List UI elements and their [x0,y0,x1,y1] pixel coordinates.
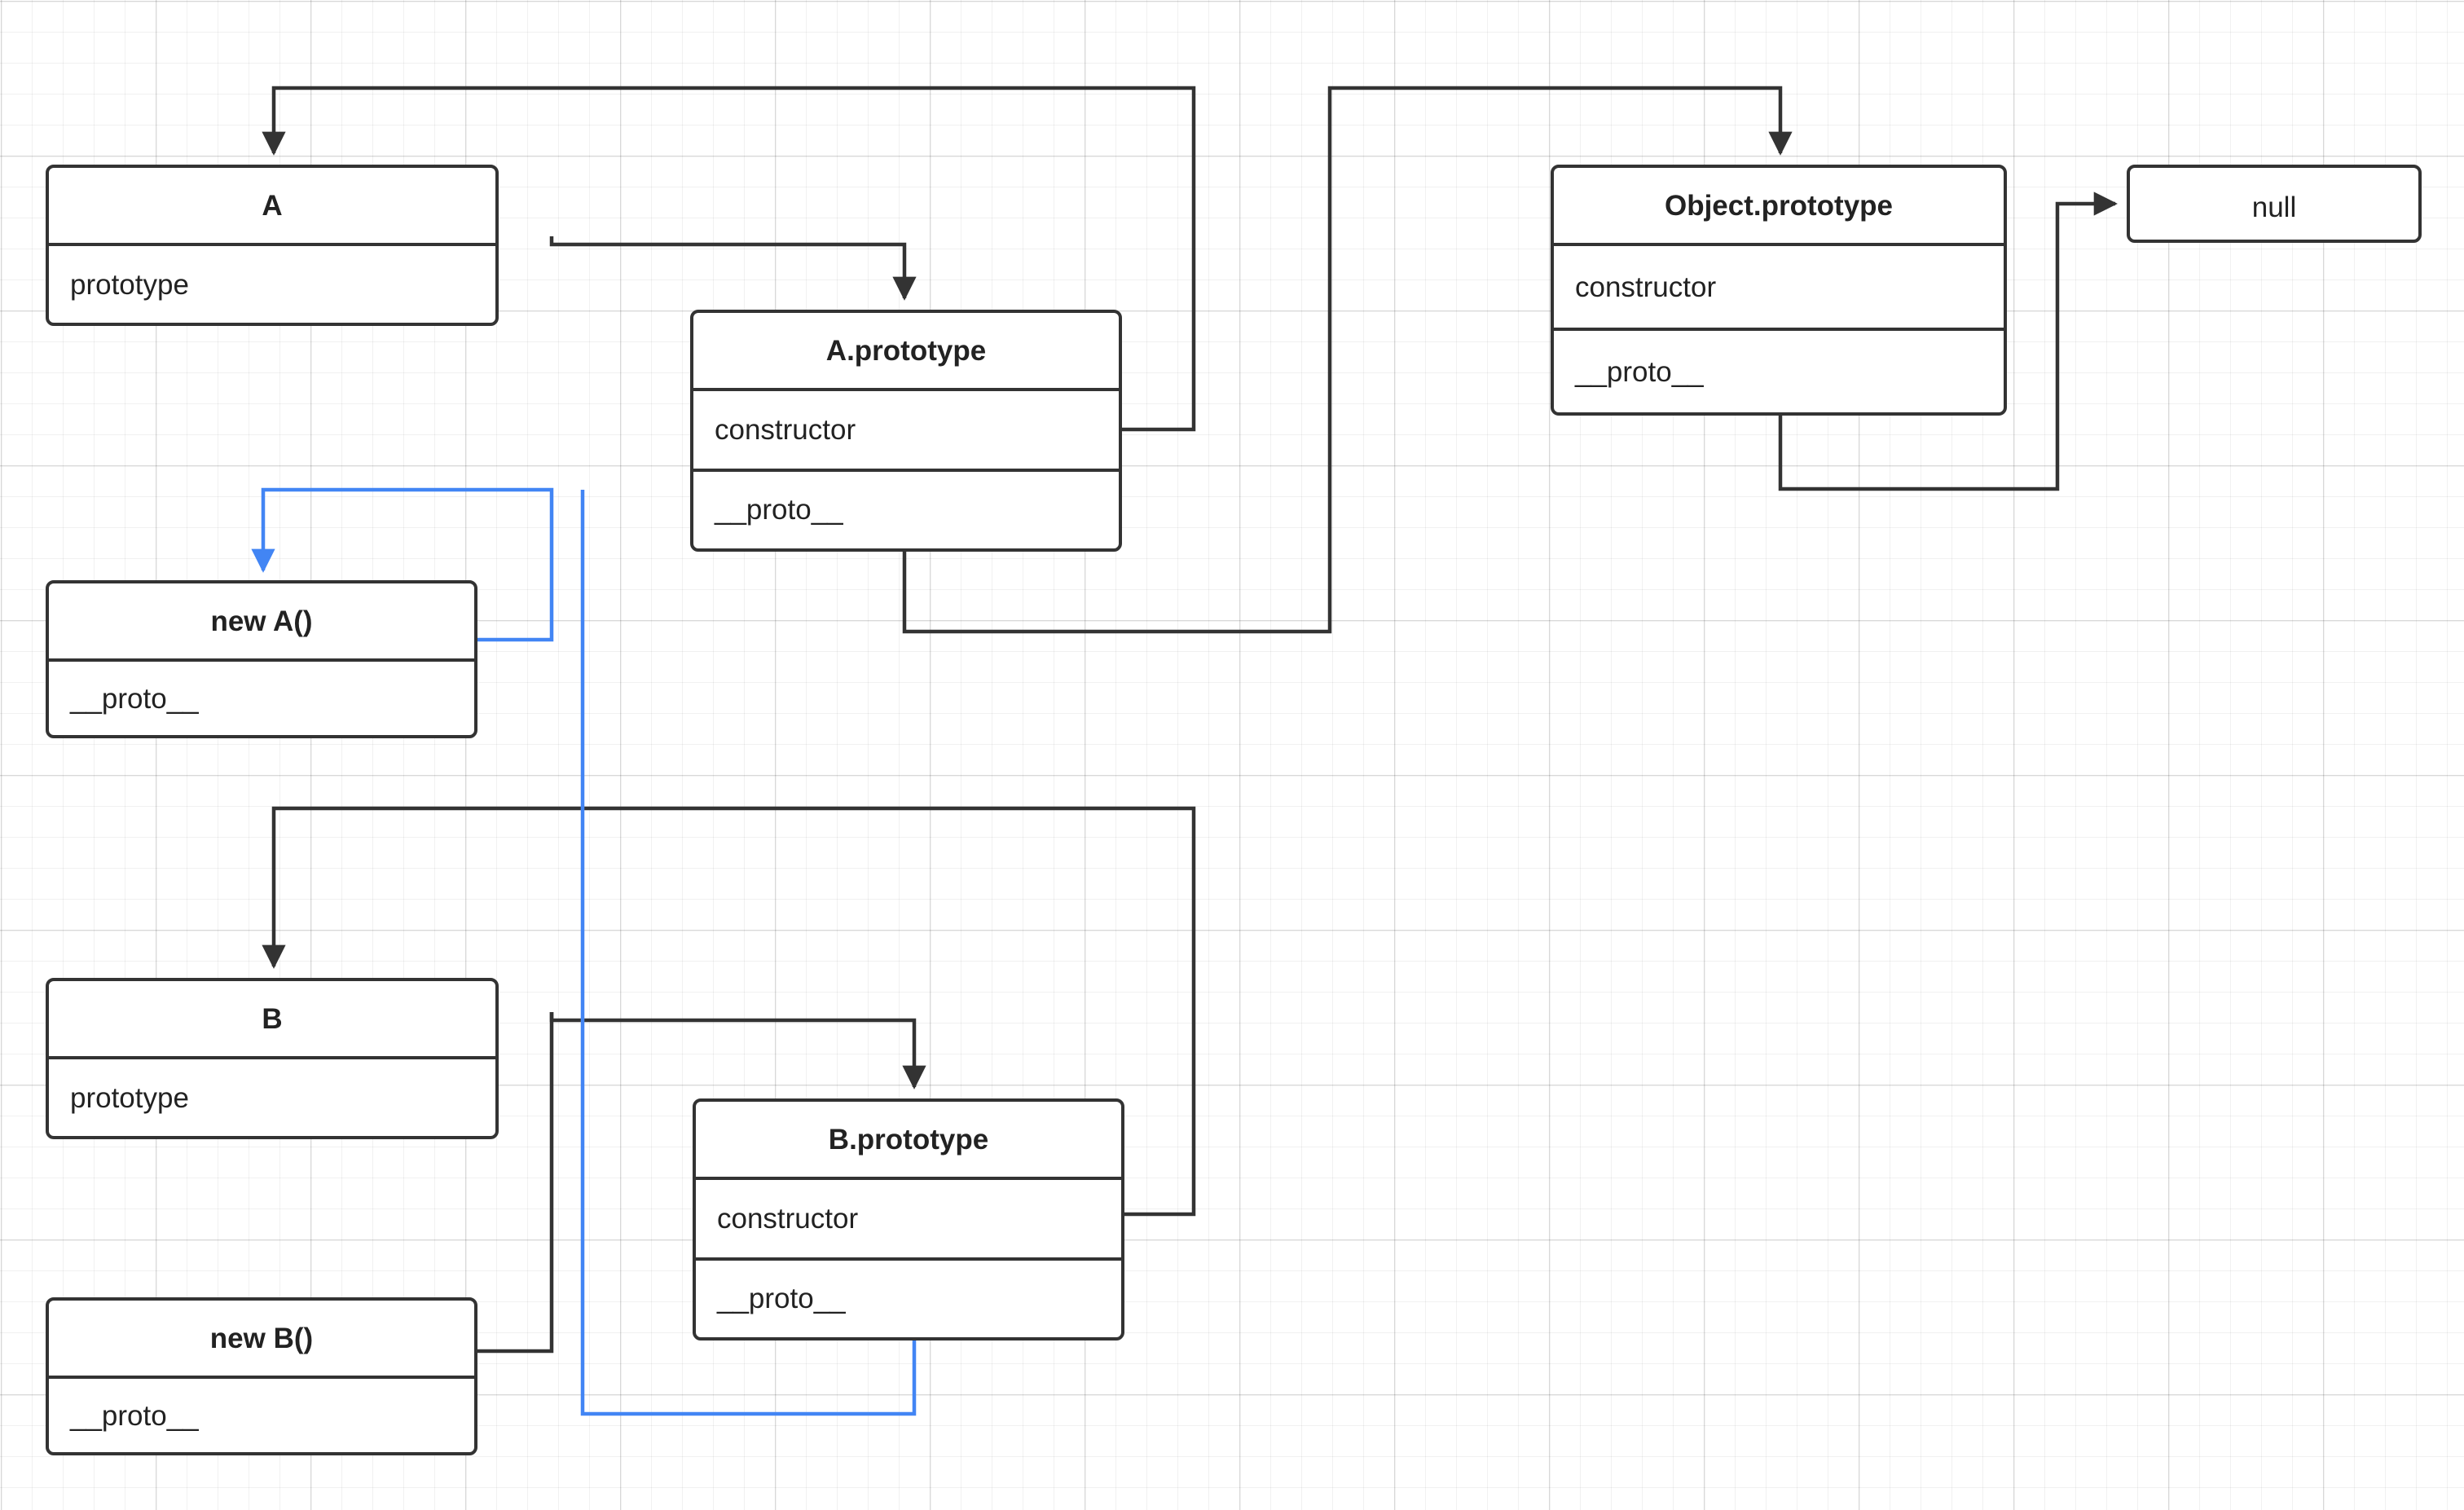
connector-b-prototype-to-b-prototype-box [549,1012,926,1090]
node-title-a: A [49,168,495,246]
node-field-a_prototype-0: constructor [693,391,1119,472]
node-title-b_prototype: B.prototype [696,1102,1121,1180]
node-title-new_b: new B() [49,1301,474,1379]
node-new_a[interactable]: new A() __proto__ [46,580,477,738]
node-title-object_prototype: Object.prototype [1554,168,2004,246]
node-field-b_prototype-0: constructor [696,1180,1121,1261]
node-title-a_prototype: A.prototype [693,313,1119,391]
node-new_b[interactable]: new B() __proto__ [46,1297,477,1455]
node-title-new_a: new A() [49,583,474,662]
node-title-b: B [49,981,495,1059]
node-title-null_node: null [2251,191,2297,223]
connector-a-prototype-to-a-prototype-box [549,236,917,301]
node-field-a_prototype-1: __proto__ [715,494,843,526]
node-field-object_prototype-0: constructor [1554,246,2004,331]
node-field-b-0: prototype [70,1081,189,1114]
node-null_node[interactable]: null [2127,165,2422,243]
node-field-a-0: prototype [70,268,189,301]
node-field-new_b-0: __proto__ [70,1399,199,1432]
node-field-b_prototype-1: __proto__ [717,1283,846,1315]
node-field-object_prototype-1: __proto__ [1575,355,1704,388]
node-field-new_a-0: __proto__ [70,682,199,715]
